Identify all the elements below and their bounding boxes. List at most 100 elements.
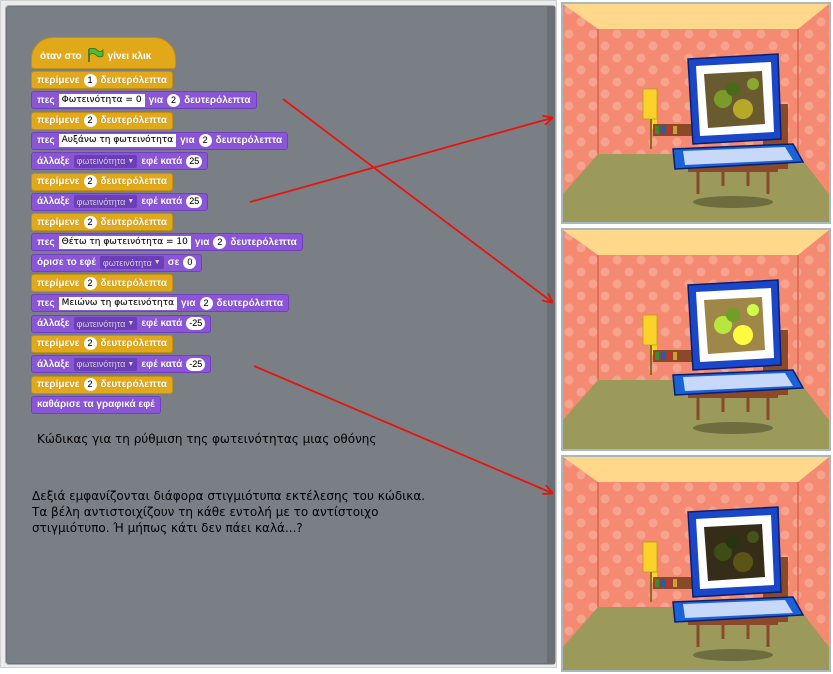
effect-amount-input[interactable]: 25 <box>186 154 203 168</box>
block-label: περίμενε <box>37 115 80 127</box>
description-line-3: στιγμιότυπο. Ή μήπως κάτι δεν πάει καλά.… <box>32 521 303 535</box>
seconds-input[interactable]: 2 <box>83 337 97 351</box>
block-label: άλλαξε <box>37 318 70 330</box>
block-label: άλλαξε <box>37 196 70 208</box>
hat-label-before: όταν στο <box>40 51 82 62</box>
effect-dropdown[interactable]: φωτεινότητα▼ <box>99 256 164 270</box>
block-label: περίμενε <box>37 338 80 350</box>
for-label: για <box>194 236 210 248</box>
seconds-input[interactable]: 2 <box>167 93 181 107</box>
effect-dropdown[interactable]: φωτεινότητα▼ <box>73 195 138 209</box>
unit-label: δευτερόλεπτα <box>215 135 283 147</box>
block-label: περίμενε <box>37 379 80 390</box>
description-line-2: Τα βέλη αντιστοιχίζουν τη κάθε εντολή με… <box>32 505 379 519</box>
dropdown-arrow-icon: ▼ <box>153 259 161 267</box>
dropdown-arrow-icon: ▼ <box>127 320 135 328</box>
unit-label: δευτερόλεπτα <box>230 236 297 248</box>
effect-value: φωτεινότητα <box>102 257 152 268</box>
effect-amount-input[interactable]: 0 <box>183 256 197 270</box>
say-text-input[interactable]: Μειώνω τη φωτεινότητα <box>58 296 178 310</box>
snapshot-darker <box>561 455 831 672</box>
by-label: εφέ κατά <box>141 155 183 167</box>
for-label: για <box>180 135 195 147</box>
to-label: σε <box>167 257 180 269</box>
block-label: καθάρισε τα γραφικά εφέ <box>37 399 155 411</box>
block-label: πες <box>37 297 55 309</box>
seconds-input[interactable]: 2 <box>213 235 227 249</box>
seconds-input[interactable]: 2 <box>198 134 212 148</box>
seconds-input[interactable]: 2 <box>83 215 97 229</box>
for-label: για <box>148 94 164 106</box>
green-flag-icon <box>87 48 104 62</box>
by-label: εφέ κατά <box>141 358 183 370</box>
effect-value: φωτεινότητα <box>76 318 126 329</box>
effect-amount-input[interactable]: -25 <box>186 317 206 331</box>
effect-dropdown[interactable]: φωτεινότητα▼ <box>73 317 138 331</box>
effect-amount-input[interactable]: -25 <box>186 357 206 371</box>
seconds-input[interactable]: 2 <box>83 114 97 128</box>
unit-label: δευτερόλεπτα <box>100 74 167 86</box>
dropdown-arrow-icon: ▼ <box>127 157 135 165</box>
block-label: περίμενε <box>37 176 80 187</box>
block-label: πες <box>37 94 55 106</box>
effect-value: φωτεινότητα <box>76 196 126 207</box>
block-label: άλλαξε <box>37 155 70 167</box>
seconds-input[interactable]: 2 <box>83 378 97 391</box>
effect-value: φωτεινότητα <box>76 359 126 370</box>
dropdown-arrow-icon: ▼ <box>127 198 135 206</box>
say-text-input[interactable]: Θέτω τη φωτεινότητα = 10 <box>58 235 191 249</box>
caption-text: Κώδικας για τη ρύθμιση της φωτεινότητας … <box>37 432 377 446</box>
effect-amount-input[interactable]: 25 <box>186 195 203 209</box>
unit-label: δευτερόλεπτα <box>100 176 167 187</box>
snapshot-brighter <box>561 228 831 451</box>
effect-dropdown[interactable]: φωτεινότητα▼ <box>73 154 138 168</box>
block-label: περίμενε <box>37 74 80 86</box>
dropdown-arrow-icon: ▼ <box>127 360 135 368</box>
seconds-input[interactable]: 2 <box>83 276 97 290</box>
by-label: εφέ κατά <box>141 318 183 330</box>
unit-label: δευτερόλεπτα <box>100 379 167 390</box>
hat-label-after: γίνει κλικ <box>107 51 152 62</box>
block-label: πες <box>37 236 55 248</box>
block-label: πες <box>37 135 55 147</box>
say-text-input[interactable]: Αυξάνω τη φωτεινότητα <box>58 134 177 148</box>
seconds-input[interactable]: 2 <box>199 296 213 310</box>
unit-label: δευτερόλεπτα <box>100 115 167 127</box>
unit-label: δευτερόλεπτα <box>100 338 167 350</box>
unit-label: δευτερόλεπτα <box>184 94 251 106</box>
block-label: περίμενε <box>37 277 80 289</box>
effect-dropdown[interactable]: φωτεινότητα▼ <box>73 357 138 371</box>
block-label: όρισε το εφέ <box>37 257 96 269</box>
by-label: εφέ κατά <box>141 196 183 208</box>
snapshot-normal <box>561 2 831 224</box>
block-label: περίμενε <box>37 216 80 228</box>
clear-block[interactable]: καθάρισε τα γραφικά εφέ <box>31 395 161 414</box>
effect-value: φωτεινότητα <box>76 156 126 167</box>
unit-label: δευτερόλεπτα <box>100 216 167 228</box>
scrollbar[interactable] <box>547 6 555 664</box>
seconds-input[interactable]: 2 <box>83 175 97 188</box>
when-flag-clicked-block[interactable]: όταν στο γίνει κλικ <box>31 37 176 69</box>
block-label: άλλαξε <box>37 358 70 370</box>
for-label: για <box>181 297 196 309</box>
seconds-input[interactable]: 1 <box>83 73 97 87</box>
say-text-input[interactable]: Φωτεινότητα = 0 <box>58 93 145 107</box>
unit-label: δευτερόλεπτα <box>216 297 283 309</box>
